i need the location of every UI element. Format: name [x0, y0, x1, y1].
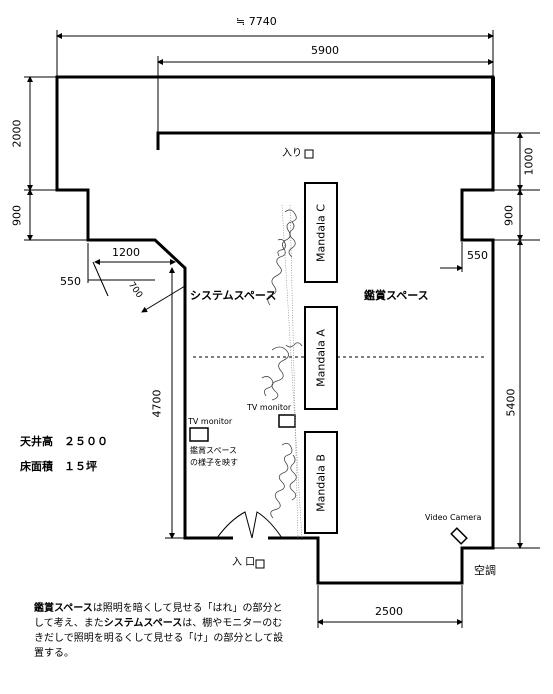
dim-right-lower: 5400	[504, 388, 518, 417]
note-text-1: は照明を暗くして見せる「はれ」の部分として考え、また	[34, 603, 283, 629]
tv-caption-line2: の様子を映す	[190, 458, 238, 467]
ceiling-height-label: 天井高 ２５００	[20, 435, 108, 448]
dim-right-notch: 900	[502, 205, 516, 226]
tv-caption-line1: 鑑賞スペース	[190, 446, 238, 455]
entrance-bottom-marker	[255, 559, 265, 569]
tv-monitor-center-label: TV monitor	[247, 403, 292, 412]
video-camera-label: Video Camera	[425, 513, 482, 522]
door-swing	[216, 511, 253, 539]
mandala-a-label: Mandala A	[314, 329, 328, 387]
mandala-b-label: Mandala B	[314, 453, 328, 512]
dim-total-width: ≒ 7740	[236, 15, 277, 28]
tv-monitor-left-box	[189, 427, 209, 442]
entrance-top-marker	[304, 149, 314, 159]
dim-left-step: 550	[60, 275, 81, 288]
dim-diag-top: 1200	[112, 246, 140, 259]
dim-right-top: 1000	[522, 147, 536, 176]
floor-area-label: 床面積 １５坪	[20, 460, 97, 473]
mandala-c-label: Mandala C	[314, 203, 328, 262]
dim-right-step: 550	[467, 249, 488, 262]
viewing-space-label: 鑑賞スペース	[364, 289, 429, 302]
note-bold-viewing: 鑑賞スペース	[34, 603, 93, 614]
room-wall	[55, 75, 495, 540]
aircon-label: 空調	[474, 564, 496, 577]
tv-monitor-center-box	[278, 414, 296, 428]
mandala-a-panel: Mandala A	[304, 306, 338, 410]
video-camera-icon	[450, 527, 468, 545]
shelf-texture	[261, 209, 303, 519]
mandala-b-panel: Mandala B	[304, 431, 338, 534]
entrance-top-label: 入り	[282, 148, 302, 159]
note-text-2: は、棚やモニターのむきだしで照明を明るくして見せる「け」の部分として設置する。	[34, 618, 284, 659]
dim-left-lower: 4700	[150, 389, 164, 418]
entrance-bottom-label: 入 口	[232, 557, 256, 568]
note-bold-system: システムスペース	[103, 618, 183, 629]
room-wall-lower	[268, 133, 495, 585]
dim-upper-width: 5900	[311, 44, 339, 57]
dim-bottom-width: 2500	[375, 605, 403, 618]
mandala-c-panel: Mandala C	[304, 182, 338, 283]
tv-monitor-left-label: TV monitor	[188, 417, 233, 426]
system-space-label: システムスペース	[190, 289, 277, 302]
design-note: 鑑賞スペースは照明を暗くして見せる「はれ」の部分として考え、またシステムスペース…	[34, 601, 284, 661]
dim-left-upper-height: 2000	[10, 119, 24, 148]
dim-left-notch: 900	[10, 205, 24, 226]
